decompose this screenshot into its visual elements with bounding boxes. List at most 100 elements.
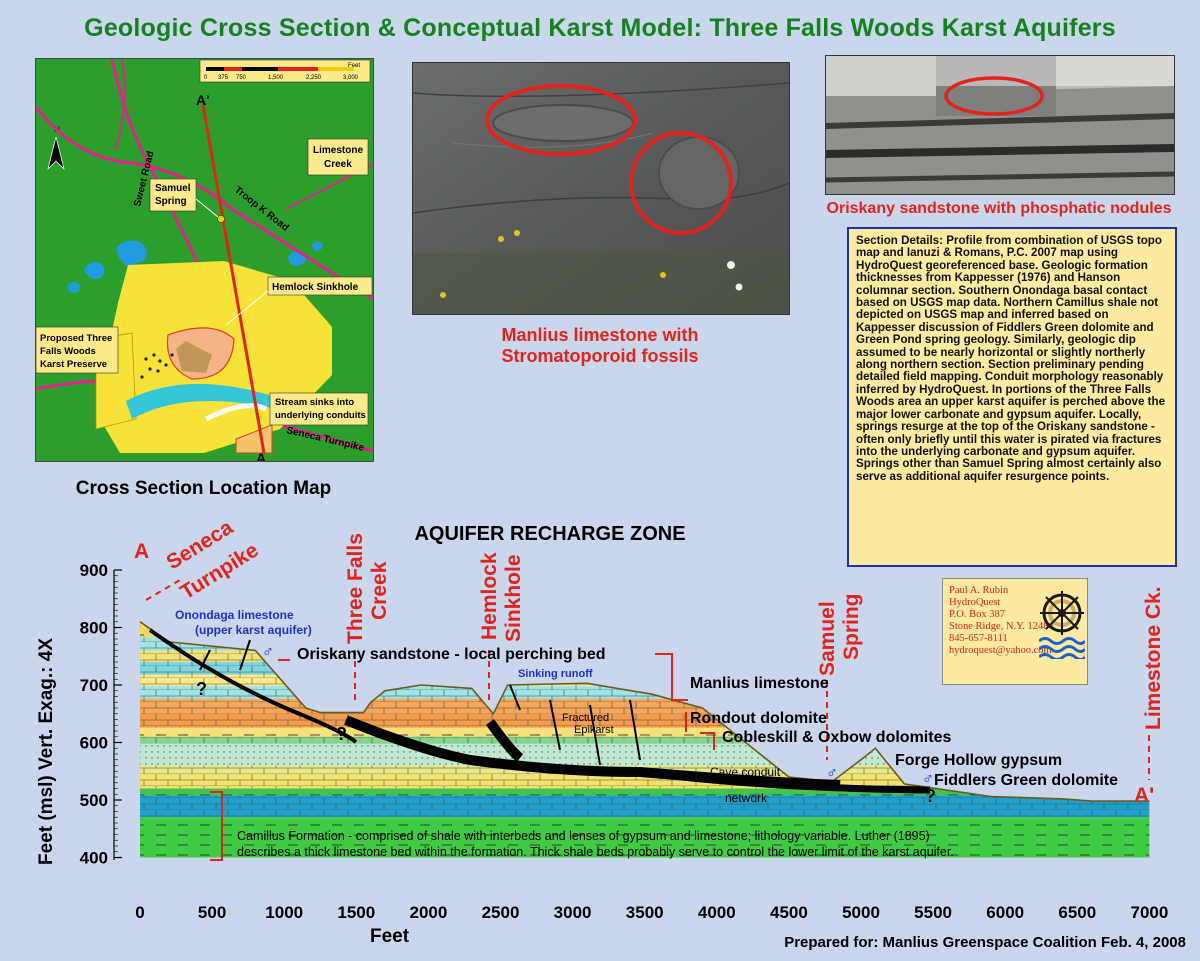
- label-onondaga-1: Onondaga limestone: [175, 608, 294, 622]
- label-three-falls-1: Three Falls: [344, 533, 367, 644]
- x-tick-label: 3000: [554, 903, 592, 922]
- y-tick-label: 700: [80, 676, 108, 695]
- label-manlius: Manlius limestone: [690, 675, 829, 692]
- x-tick-label: 0: [135, 903, 144, 922]
- location-map: Feet 0 375 750 1,500 2,250 3,000 N: [35, 58, 374, 462]
- manlius-caption-line2: Stromatoporoid fossils: [501, 346, 699, 366]
- scale-ticks: 0 375 750 1,500 2,250 3,000: [204, 75, 359, 81]
- label-sinking-runoff: Sinking runoff: [518, 668, 593, 680]
- label-hemlock-2: Sinkhole: [502, 554, 525, 642]
- x-tick-label: 4000: [698, 903, 736, 922]
- label-limestone-ck: Limestone Ck.: [1142, 586, 1165, 730]
- unknown-mark: ?: [336, 724, 347, 744]
- label-forge-hollow: Forge Hollow gypsum: [895, 752, 1062, 769]
- label-hemlock-1: Hemlock: [478, 552, 501, 640]
- stratum-pattern: [140, 774, 1150, 789]
- map-callout-stream-1: Stream sinks into: [275, 397, 354, 408]
- y-tick-label: 500: [80, 791, 108, 810]
- svg-text:750: 750: [236, 75, 247, 81]
- oriskany-photo-caption: Oriskany sandstone with phosphatic nodul…: [826, 200, 1172, 217]
- section-details-box: Section Details: Profile from combinatio…: [847, 227, 1177, 567]
- contact-name: Paul A. Rubin: [949, 585, 1009, 596]
- conduit-network: [148, 628, 931, 794]
- x-tick-label: 7000: [1130, 903, 1168, 922]
- section-end-a-prime: A': [1134, 784, 1154, 807]
- map-callout-limestone-1: Limestone: [313, 145, 363, 156]
- x-axis-label: Feet: [370, 926, 410, 947]
- spring-symbol-icon: ♂: [262, 644, 274, 661]
- contact-city: Stone Ridge, N.Y. 12484: [949, 621, 1054, 632]
- credit-line: Prepared for: Manlius Greenspace Coaliti…: [784, 934, 1186, 951]
- x-tick-label: 500: [198, 903, 226, 922]
- x-tick-label: 3500: [626, 903, 664, 922]
- stratum-pattern: [140, 662, 1150, 675]
- label-fiddlers-green: Fiddlers Green dolomite: [934, 772, 1118, 789]
- map-road-seneca: Seneca Turnpike: [285, 425, 365, 454]
- svg-text:3,000: 3,000: [343, 75, 359, 81]
- north-arrow-icon: N: [47, 125, 65, 171]
- label-onondaga-2: (upper karst aquifer): [195, 623, 312, 637]
- stratum-band: [140, 650, 1150, 662]
- contact-card: Paul A. Rubin HydroQuest P.O. Box 387 St…: [942, 578, 1088, 685]
- map-callout-stream-2: underlying conduits: [275, 410, 366, 421]
- map-label-a: A: [256, 450, 266, 461]
- stratum-pattern: [140, 637, 1150, 651]
- map-callout-limestone-2: Creek: [324, 159, 352, 170]
- label-fractured-1: Fractured: [562, 712, 609, 724]
- page-title: Geologic Cross Section & Conceptual Kars…: [84, 14, 1116, 42]
- section-end-a: A: [134, 540, 149, 563]
- unknown-mark: ?: [925, 786, 936, 806]
- map-callout-hemlock: Hemlock Sinkhole: [272, 282, 359, 293]
- label-cave-1: Cave conduit: [710, 765, 781, 779]
- map-caption: Cross Section Location Map: [75, 478, 332, 499]
- spring-symbol-icon: ♂: [826, 765, 838, 782]
- label-fractured-2: Epikarst: [574, 724, 614, 736]
- x-tick-label: 1000: [265, 903, 303, 922]
- ship-wheel-logo-icon: [1039, 591, 1085, 659]
- x-tick-label: 6000: [986, 903, 1024, 922]
- stratum-pattern: [140, 736, 1150, 744]
- stratum-pattern: [140, 795, 1150, 818]
- scale-unit: Feet: [348, 63, 360, 69]
- stratum-pattern: [140, 650, 1150, 662]
- label-three-falls-2: Creek: [368, 561, 391, 620]
- label-cobleskill: Cobleskill & Oxbow dolomites: [722, 729, 951, 746]
- ground-surface-line: [139, 621, 1150, 802]
- label-camillus-2: describes a thick limestone bed within t…: [237, 845, 954, 859]
- svg-text:0: 0: [204, 75, 208, 81]
- map-callout-preserve-2: Falls Woods: [40, 346, 96, 357]
- manlius-caption-line1: Manlius limestone with: [501, 325, 699, 345]
- map-callout-preserve-1: Proposed Three: [40, 333, 112, 344]
- x-tick-label: 5500: [914, 903, 952, 922]
- x-tick-label: 1500: [337, 903, 375, 922]
- manlius-limestone-photo: [412, 62, 790, 315]
- recharge-zone-title: AQUIFER RECHARGE ZONE: [414, 523, 685, 545]
- spring-symbol-icon: ♂: [922, 771, 934, 788]
- oriskany-sandstone-photo: [825, 55, 1175, 195]
- unknown-mark: ?: [196, 679, 207, 699]
- stratum-band: [140, 674, 1150, 687]
- x-tick-label: 5000: [842, 903, 880, 922]
- stratum-band: [140, 637, 1150, 651]
- x-tick-label: 2000: [409, 903, 447, 922]
- label-rondout: Rondout dolomite: [690, 710, 827, 727]
- map-callout-samuel-2: Spring: [155, 196, 187, 207]
- label-samuel-2: Spring: [840, 594, 863, 661]
- geologic-cross-section: AQUIFER RECHARGE ZONE 900 800 700 600 500 400…: [36, 516, 1186, 951]
- svg-text:1,500: 1,500: [268, 75, 284, 81]
- x-tick-label: 2500: [482, 903, 520, 922]
- y-tick-label: 800: [80, 619, 108, 638]
- y-tick-label: 900: [80, 561, 108, 580]
- map-callout-preserve-3: Karst Preserve: [40, 359, 107, 370]
- stratum-pattern: [140, 788, 1150, 796]
- svg-text:375: 375: [218, 75, 229, 81]
- x-tick-label: 4500: [770, 903, 808, 922]
- stratum-pattern: [140, 817, 1150, 858]
- contact-email: hydroquest@yahoo.com: [949, 645, 1052, 656]
- x-tick-label: 6500: [1058, 903, 1096, 922]
- y-tick-label: 600: [80, 734, 108, 753]
- stratum-pattern: [140, 727, 1150, 737]
- map-label-a-prime: A': [196, 92, 209, 108]
- contact-company: HydroQuest: [949, 597, 1001, 608]
- label-samuel-1: Samuel: [816, 601, 839, 676]
